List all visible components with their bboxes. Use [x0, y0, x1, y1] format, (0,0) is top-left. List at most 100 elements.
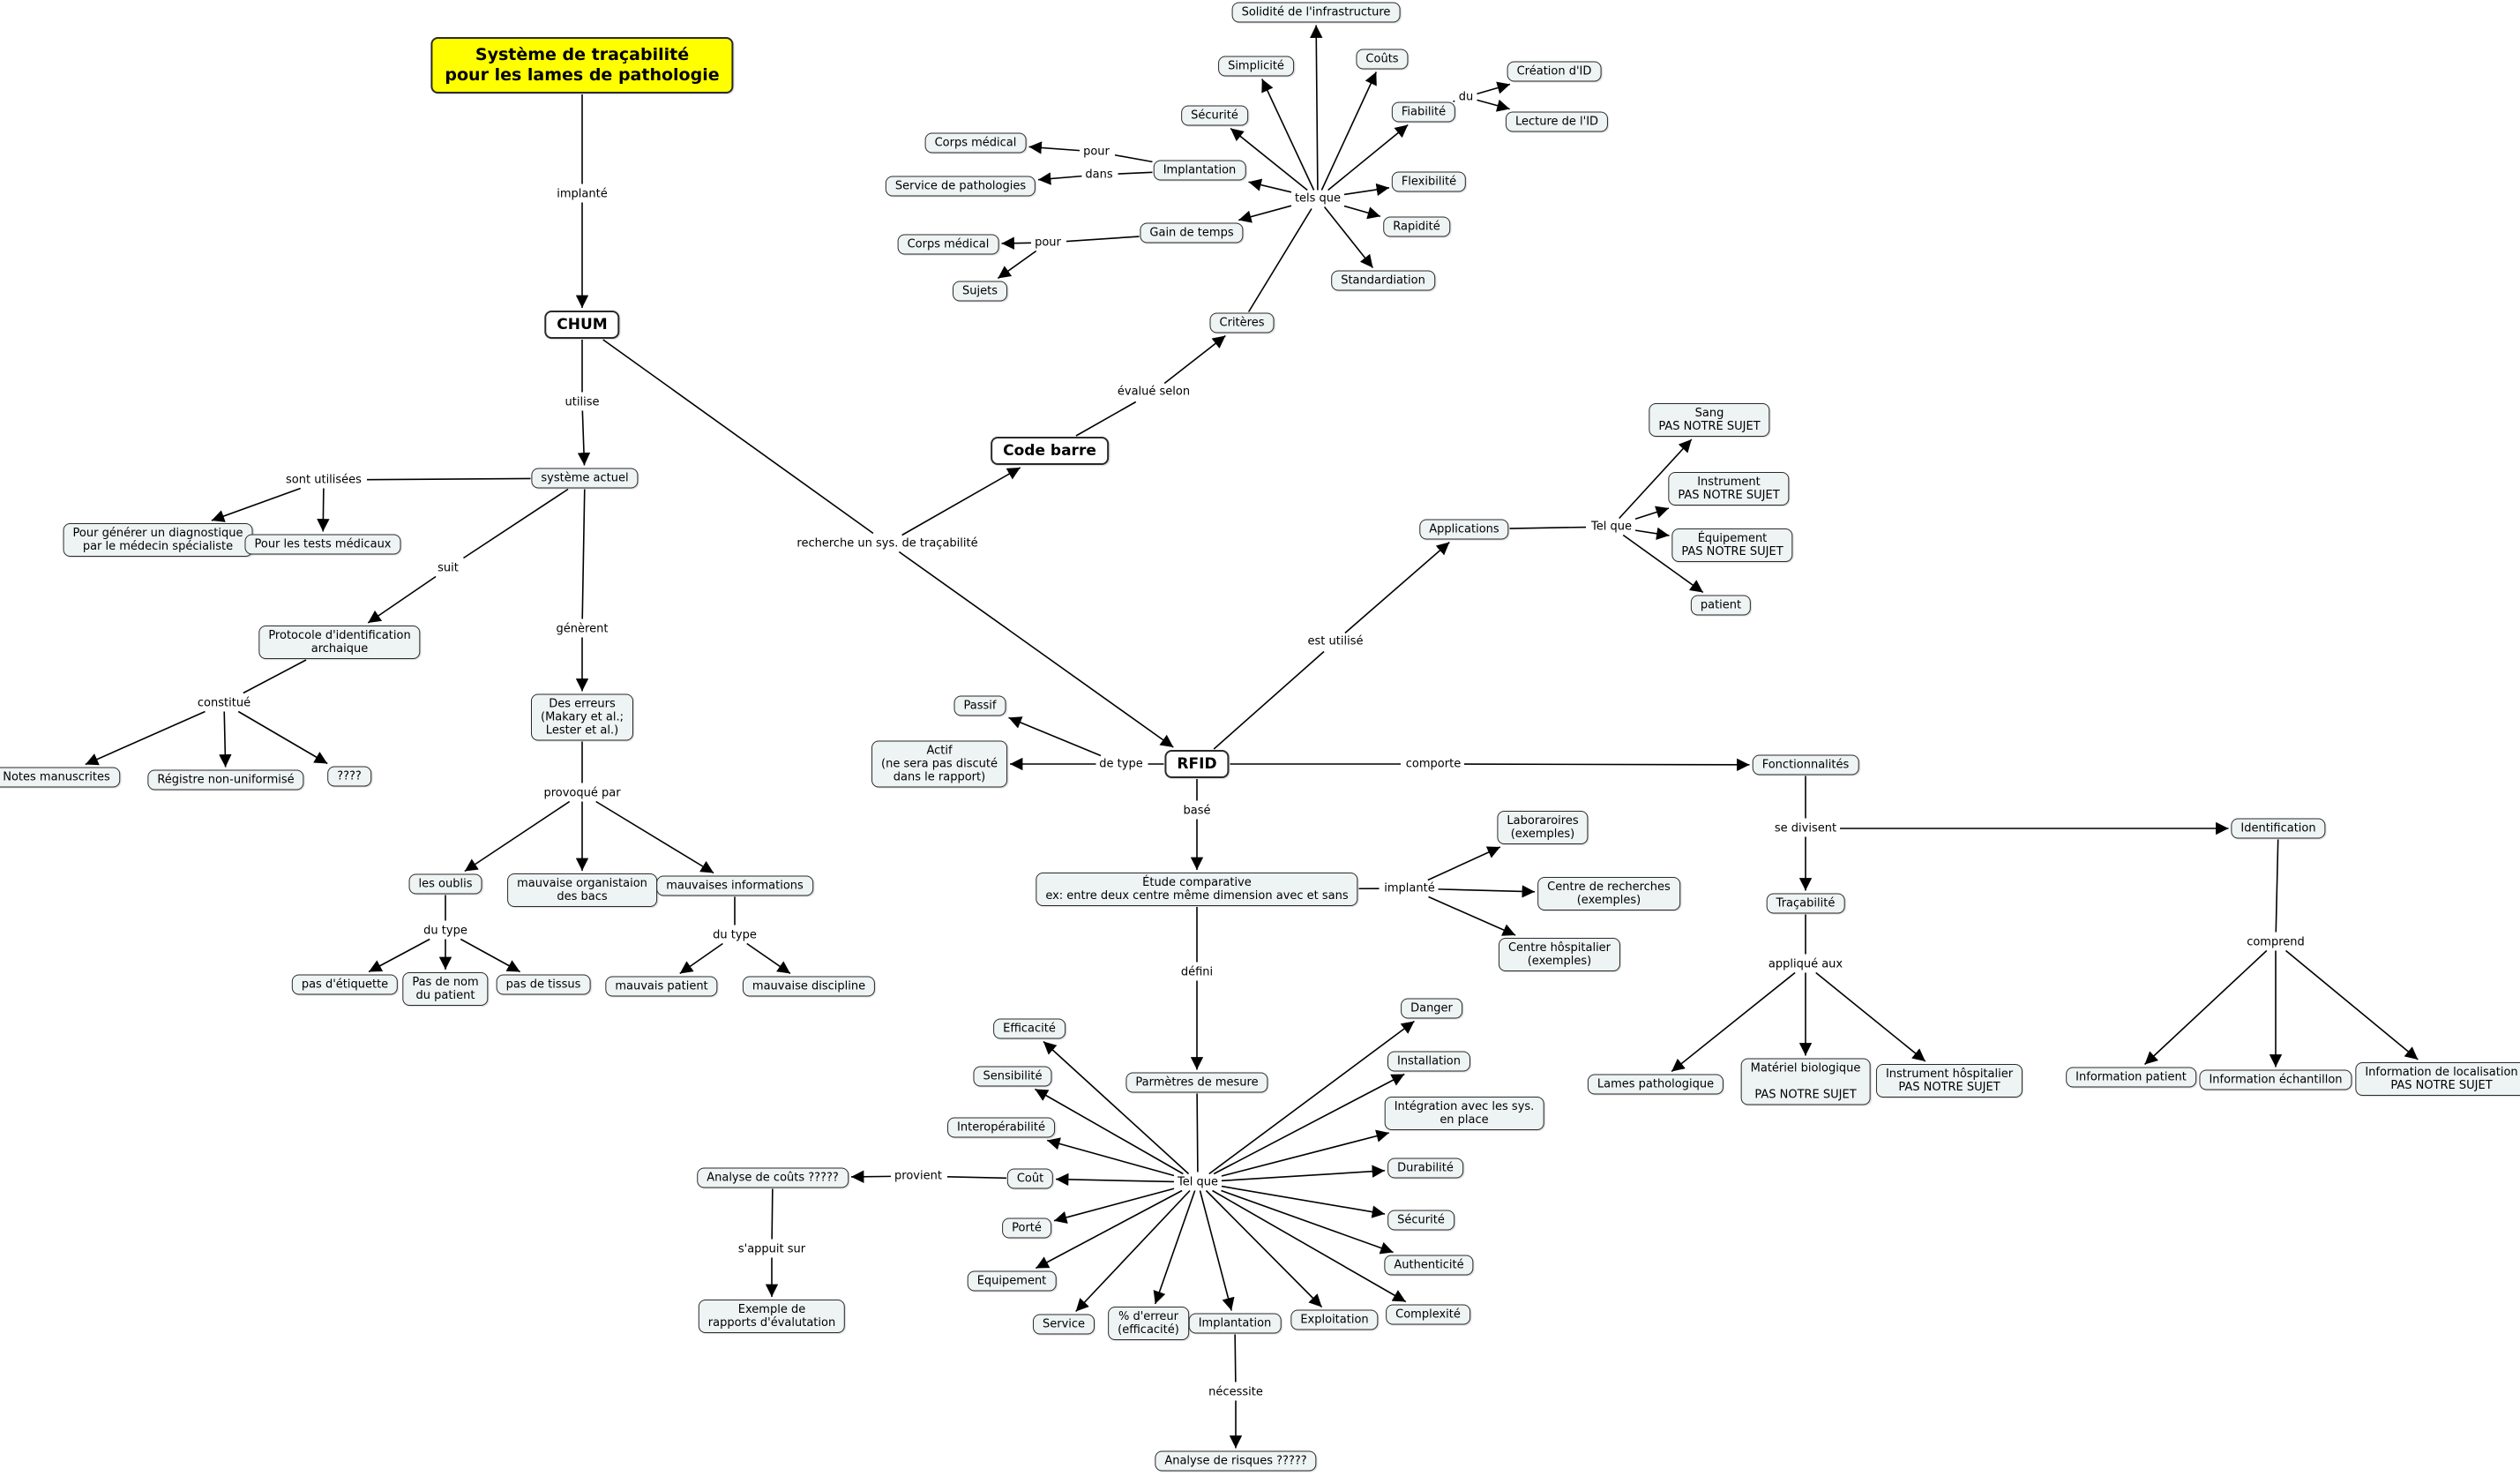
concept-cout[interactable]: Coût: [1006, 1168, 1054, 1189]
link-phrase-du: du: [1455, 89, 1477, 105]
link-phrase-detype: de type: [1096, 756, 1146, 772]
connector-parametres-to-l-telque2: [1196, 1093, 1199, 1173]
concept-registre[interactable]: Régistre non-uniformisé: [147, 769, 304, 790]
connector-fiabilite-to-l-du: [1453, 100, 1455, 102]
concept-patient1[interactable]: patient: [1690, 595, 1752, 616]
concept-installation[interactable]: Installation: [1387, 1051, 1471, 1072]
concept-solidite[interactable]: Solidité de l'infrastructure: [1231, 2, 1401, 23]
concept-erreurs[interactable]: Des erreurs (Makary et al.; Lester et al…: [530, 693, 634, 741]
connector-l-telque1-to-patient1: [1622, 534, 1704, 594]
concept-root[interactable]: Système de traçabilité pour les lames de…: [430, 37, 734, 94]
link-phrase-suit: suit: [435, 560, 461, 576]
concept-criteres[interactable]: Critères: [1209, 312, 1275, 333]
concept-infoloc[interactable]: Information de localisation PAS NOTRE SU…: [2355, 1062, 2520, 1096]
concept-analysecouts[interactable]: Analyse de coûts ?????: [697, 1167, 849, 1188]
concept-standard[interactable]: Standardiation: [1331, 270, 1435, 291]
connector-l-telque2-to-interop: [1046, 1137, 1175, 1177]
connector-l-dans-to-servpath: [1037, 172, 1082, 185]
concept-chum[interactable]: CHUM: [544, 311, 620, 339]
connector-l-provoque-to-oublis: [464, 800, 571, 873]
concept-implantation1[interactable]: Implantation: [1153, 160, 1246, 181]
concept-codebarre[interactable]: Code barre: [991, 437, 1109, 465]
concept-applications[interactable]: Applications: [1419, 519, 1509, 540]
concept-integration[interactable]: Intégration avec les sys. en place: [1384, 1097, 1544, 1130]
concept-creation[interactable]: Création d'ID: [1507, 61, 1602, 82]
connector-implantation2-to-l-necessite: [1234, 1334, 1237, 1382]
concept-danger[interactable]: Danger: [1401, 998, 1462, 1019]
concept-flexibilite[interactable]: Flexibilité: [1391, 171, 1467, 192]
concept-equipement1[interactable]: Équipement PAS NOTRE SUJET: [1671, 528, 1793, 562]
concept-nompat[interactable]: Pas de nom du patient: [402, 972, 489, 1006]
concept-perreur[interactable]: % d'erreur (efficacité): [1108, 1307, 1189, 1340]
concept-securite2[interactable]: Sécurité: [1387, 1210, 1454, 1231]
link-phrase-dutype1: du type: [421, 923, 470, 939]
connector-l-implante2-to-labo: [1427, 846, 1501, 881]
concept-corpsmed1[interactable]: Corps médical: [924, 132, 1027, 154]
concept-sysact[interactable]: système actuel: [531, 468, 639, 489]
concept-actif[interactable]: Actif (ne sera pas discuté dans le rappo…: [871, 740, 1007, 788]
concept-etiquette[interactable]: pas d'étiquette: [291, 974, 399, 995]
concept-simplicite[interactable]: Simplicité: [1218, 56, 1294, 77]
concept-centrehosp[interactable]: Centre hôspitalier (exemples): [1498, 938, 1621, 971]
connector-l-telsque-to-rapidite: [1343, 205, 1381, 220]
concept-porte[interactable]: Porté: [1002, 1218, 1051, 1239]
concept-mpatient[interactable]: mauvais patient: [605, 976, 718, 997]
concept-proto[interactable]: Protocole d'identification archaique: [258, 626, 421, 659]
concept-infopatient[interactable]: Information patient: [2066, 1067, 2196, 1088]
connector-l-telque2-to-efficacite: [1043, 1040, 1190, 1175]
concept-sensibilite[interactable]: Sensibilité: [973, 1066, 1052, 1087]
concept-securite1[interactable]: Sécurité: [1181, 105, 1248, 126]
concept-exploitation[interactable]: Exploitation: [1290, 1309, 1379, 1330]
concept-mauvinfo[interactable]: mauvaises informations: [656, 875, 813, 896]
concept-infoech[interactable]: Information échantillon: [2199, 1069, 2352, 1090]
concept-oublis[interactable]: les oublis: [408, 873, 482, 895]
concept-rfid[interactable]: RFID: [1164, 750, 1230, 778]
concept-labo[interactable]: Laboraroires (exemples): [1497, 811, 1589, 844]
concept-sang[interactable]: Sang PAS NOTRE SUJET: [1649, 403, 1770, 437]
connector-l-evalue-to-criteres: [1163, 334, 1226, 385]
concept-fiabilite[interactable]: Fiabilité: [1391, 101, 1456, 123]
concept-qqqq[interactable]: ????: [327, 766, 371, 787]
connector-l-pour2-to-corpsmed2: [1001, 236, 1032, 250]
concept-mdisc[interactable]: mauvaise discipline: [742, 976, 876, 997]
concept-analyserisques[interactable]: Analyse de risques ?????: [1155, 1450, 1317, 1472]
concept-corpsmed2[interactable]: Corps médical: [897, 234, 999, 255]
link-phrase-telque1: Tel que: [1589, 519, 1634, 535]
concept-durabilite[interactable]: Durabilité: [1387, 1158, 1463, 1179]
concept-implantation2[interactable]: Implantation: [1188, 1313, 1282, 1334]
concept-centrerech[interactable]: Centre de recherches (exemples): [1537, 877, 1680, 910]
concept-efficacite[interactable]: Efficacité: [993, 1018, 1066, 1039]
connector-codebarre-to-l-evalue: [1075, 401, 1137, 437]
concept-couts[interactable]: Coûts: [1356, 49, 1409, 70]
connector-l-dutype2-to-mdisc: [746, 942, 791, 975]
concept-exemple[interactable]: Exemple de rapports d'évalutation: [698, 1300, 846, 1333]
concept-diag[interactable]: Pour générer un diagnostique par le méde…: [63, 523, 253, 557]
concept-lames[interactable]: Lames pathologique: [1587, 1074, 1724, 1095]
concept-instrhosp[interactable]: Instrument hôspitalier PAS NOTRE SUJET: [1875, 1064, 2023, 1098]
connector-l-suit-to-proto: [367, 575, 437, 624]
concept-identification[interactable]: Identification: [2231, 818, 2326, 839]
concept-orgbacs[interactable]: mauvaise organistaion des bacs: [507, 873, 657, 907]
concept-service[interactable]: Service: [1032, 1314, 1095, 1335]
concept-instrument[interactable]: Instrument PAS NOTRE SUJET: [1668, 472, 1790, 506]
concept-servpath[interactable]: Service de pathologies: [885, 176, 1036, 197]
concept-sujets[interactable]: Sujets: [953, 281, 1007, 302]
concept-gaintemps[interactable]: Gain de temps: [1140, 222, 1244, 244]
concept-rapidite[interactable]: Rapidité: [1383, 216, 1450, 237]
concept-authenticite[interactable]: Authenticité: [1384, 1255, 1474, 1276]
concept-etude[interactable]: Étude comparative ex: entre deux centre …: [1036, 873, 1358, 906]
concept-materiel[interactable]: Matériel biologique PAS NOTRE SUJET: [1740, 1058, 1871, 1105]
concept-notes[interactable]: Notes manuscrites: [0, 767, 120, 788]
concept-equipement2[interactable]: Equipement: [967, 1270, 1057, 1292]
concept-lecture[interactable]: Lecture de l'ID: [1505, 111, 1609, 132]
concept-passif[interactable]: Passif: [953, 695, 1006, 716]
concept-interop[interactable]: Interopérabilité: [947, 1117, 1055, 1138]
concept-tracabilite[interactable]: Traçabilité: [1766, 893, 1845, 914]
concept-complexite[interactable]: Complexité: [1386, 1304, 1470, 1325]
concept-tests[interactable]: Pour les tests médicaux: [244, 534, 401, 555]
concept-parametres[interactable]: Parmètres de mesure: [1125, 1072, 1268, 1093]
connector-implantation1-to-l-pour1: [1114, 154, 1153, 163]
concept-fonctions[interactable]: Fonctionnalités: [1752, 754, 1859, 775]
concept-tissus[interactable]: pas de tissus: [496, 974, 591, 995]
link-phrase-constitue: constitué: [194, 695, 254, 711]
